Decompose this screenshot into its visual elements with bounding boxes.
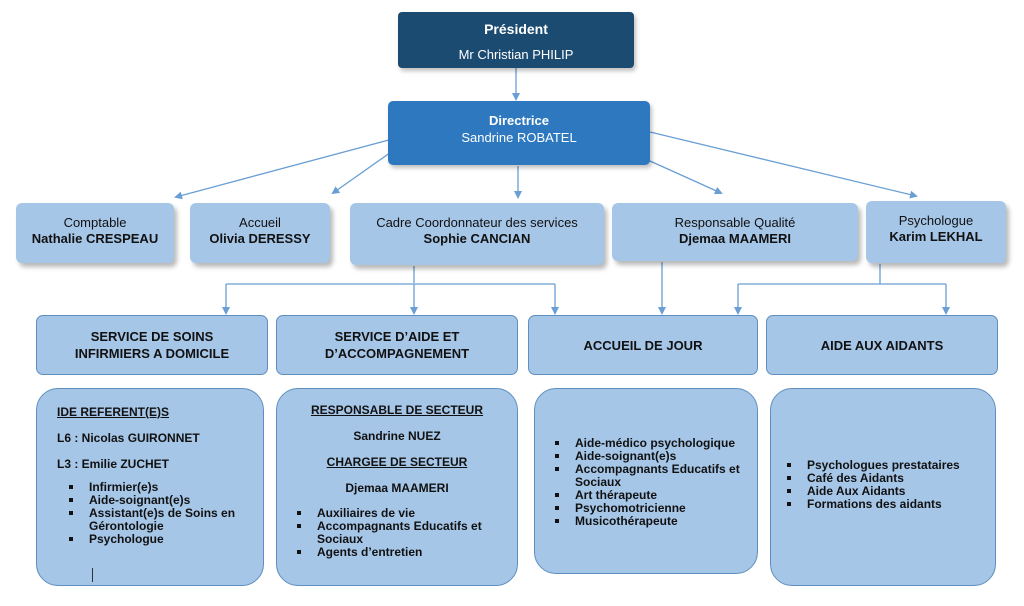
list-item: Agents d’entretien bbox=[297, 546, 501, 559]
aidants-list: Psychologues prestataires Café des Aidan… bbox=[771, 459, 995, 511]
list-item: Auxiliaires de vie bbox=[297, 507, 501, 520]
service-line: AIDE AUX AIDANTS bbox=[820, 337, 944, 353]
list-item: Aide-soignant(e)s bbox=[69, 494, 249, 507]
text-cursor bbox=[92, 568, 93, 582]
list-item: Psychologues prestataires bbox=[787, 459, 983, 472]
service-box-saad: SERVICE D’AIDE ET D’ACCOMPAGNEMENT bbox=[276, 315, 518, 375]
detail-box-ssiad: IDE REFERENT(E)S L6 : Nicolas GUIRONNET … bbox=[36, 388, 264, 586]
ide-referent-1: L6 : Nicolas GUIRONNET bbox=[57, 431, 200, 445]
list-item: Formations des aidants bbox=[787, 498, 983, 511]
list-item: Psychologue bbox=[69, 533, 249, 546]
connector-to-psychologue bbox=[649, 131, 918, 199]
list-item: Aide-soignant(e)s bbox=[555, 450, 741, 463]
detail-box-saad: RESPONSABLE DE SECTEUR Sandrine NUEZ CHA… bbox=[276, 388, 518, 586]
directrice-box: Directrice Sandrine ROBATEL bbox=[388, 101, 650, 165]
service-line: D’ACCOMPAGNEMENT bbox=[324, 346, 470, 361]
president-name: Mr Christian PHILIP bbox=[458, 47, 574, 62]
staff-role: Accueil bbox=[239, 215, 281, 230]
staff-box-qualite: Responsable Qualité Djemaa MAAMERI bbox=[612, 203, 858, 261]
list-item: Musicothérapeute bbox=[555, 515, 741, 528]
service-line: SERVICE D’AIDE ET bbox=[334, 329, 460, 344]
staff-box-comptable: Comptable Nathalie CRESPEAU bbox=[16, 203, 174, 263]
ide-referent-2: L3 : Emilie ZUCHET bbox=[57, 457, 170, 471]
list-item: Art thérapeute bbox=[555, 489, 741, 502]
ssiad-list: Infirmier(e)s Aide-soignant(e)s Assistan… bbox=[57, 481, 263, 546]
staff-role: Responsable Qualité bbox=[674, 215, 796, 230]
staff-box-accueil: Accueil Olivia DERESSY bbox=[190, 203, 330, 263]
list-item: Aide Aux Aidants bbox=[787, 485, 983, 498]
accueil-list: Aide-médico psychologique Aide-soignant(… bbox=[535, 437, 757, 528]
responsable-heading: RESPONSABLE DE SECTEUR bbox=[310, 403, 484, 417]
staff-name: Sophie CANCIAN bbox=[423, 231, 531, 246]
ide-heading: IDE REFERENT(E)S bbox=[57, 405, 170, 419]
president-box: Président Mr Christian PHILIP bbox=[398, 12, 634, 68]
staff-box-cadre: Cadre Coordonnateur des services Sophie … bbox=[350, 203, 604, 265]
service-box-accueil-jour: ACCUEIL DE JOUR bbox=[528, 315, 758, 375]
chargee-name: Djemaa MAAMERI bbox=[345, 481, 449, 495]
list-item: Aide-médico psychologique bbox=[555, 437, 741, 450]
saad-list: Auxiliaires de vie Accompagnants Educati… bbox=[277, 507, 517, 559]
responsable-name: Sandrine NUEZ bbox=[353, 429, 441, 443]
staff-box-psychologue: Psychologue Karim LEKHAL bbox=[866, 201, 1006, 263]
directrice-title: Directrice bbox=[489, 113, 549, 128]
chargee-heading: CHARGEE DE SECTEUR bbox=[326, 455, 468, 469]
service-box-aide-aidants: AIDE AUX AIDANTS bbox=[766, 315, 998, 375]
list-item: Infirmier(e)s bbox=[69, 481, 249, 494]
staff-role: Psychologue bbox=[898, 213, 974, 228]
detail-box-accueil-jour: Aide-médico psychologique Aide-soignant(… bbox=[534, 388, 758, 574]
staff-name: Olivia DERESSY bbox=[209, 231, 311, 246]
list-item: Psychomotricienne bbox=[555, 502, 741, 515]
list-item: Assistant(e)s de Soins en Gérontologie bbox=[69, 507, 249, 533]
list-item: Café des Aidants bbox=[787, 472, 983, 485]
service-box-ssiad: SERVICE DE SOINS INFIRMIERS A DOMICILE bbox=[36, 315, 268, 375]
list-item: Accompagnants Educatifs et Sociaux bbox=[555, 462, 740, 489]
staff-role: Comptable bbox=[63, 215, 127, 230]
detail-box-aide-aidants: Psychologues prestataires Café des Aidan… bbox=[770, 388, 996, 586]
staff-name: Nathalie CRESPEAU bbox=[31, 231, 159, 246]
directrice-name: Sandrine ROBATEL bbox=[461, 130, 577, 145]
president-title: Président bbox=[484, 21, 548, 37]
staff-role: Cadre Coordonnateur des services bbox=[376, 215, 578, 230]
list-item: Accompagnants Educatifs et Sociaux bbox=[297, 520, 501, 546]
service-line: SERVICE DE SOINS bbox=[90, 329, 214, 344]
staff-name: Djemaa MAAMERI bbox=[679, 231, 791, 246]
connector-to-comptable bbox=[174, 136, 401, 200]
connector-to-accueil bbox=[331, 149, 395, 195]
service-line: ACCUEIL DE JOUR bbox=[583, 337, 703, 353]
service-line: INFIRMIERS A DOMICILE bbox=[74, 346, 230, 361]
staff-name: Karim LEKHAL bbox=[889, 229, 983, 244]
